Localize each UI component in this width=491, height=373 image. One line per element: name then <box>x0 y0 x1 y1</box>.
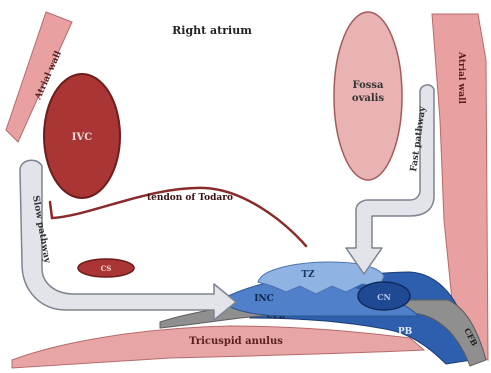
fossa-ovalis-label-line2: ovalis <box>352 93 385 104</box>
fossa-ovalis-label-line1: Fossa <box>353 80 384 91</box>
inc-label: INC <box>254 294 274 304</box>
tz-label: TZ <box>301 270 315 280</box>
tricuspid-annulus <box>12 326 424 368</box>
tendon-of-todaro-label: tendon of Todaro <box>147 193 233 203</box>
slow-pathway-arrow <box>20 160 236 320</box>
coronary-sinus-label: CS <box>101 264 112 273</box>
pb-label: PB <box>398 327 413 337</box>
cn-label: CN <box>377 292 391 302</box>
right-atrium-label: Right atrium <box>172 24 252 37</box>
ivc-label: IVC <box>72 132 92 143</box>
atrial-wall-right-label: Atrial wall <box>456 51 466 105</box>
tricuspid-annulus-label: Tricuspid anulus <box>189 336 283 347</box>
